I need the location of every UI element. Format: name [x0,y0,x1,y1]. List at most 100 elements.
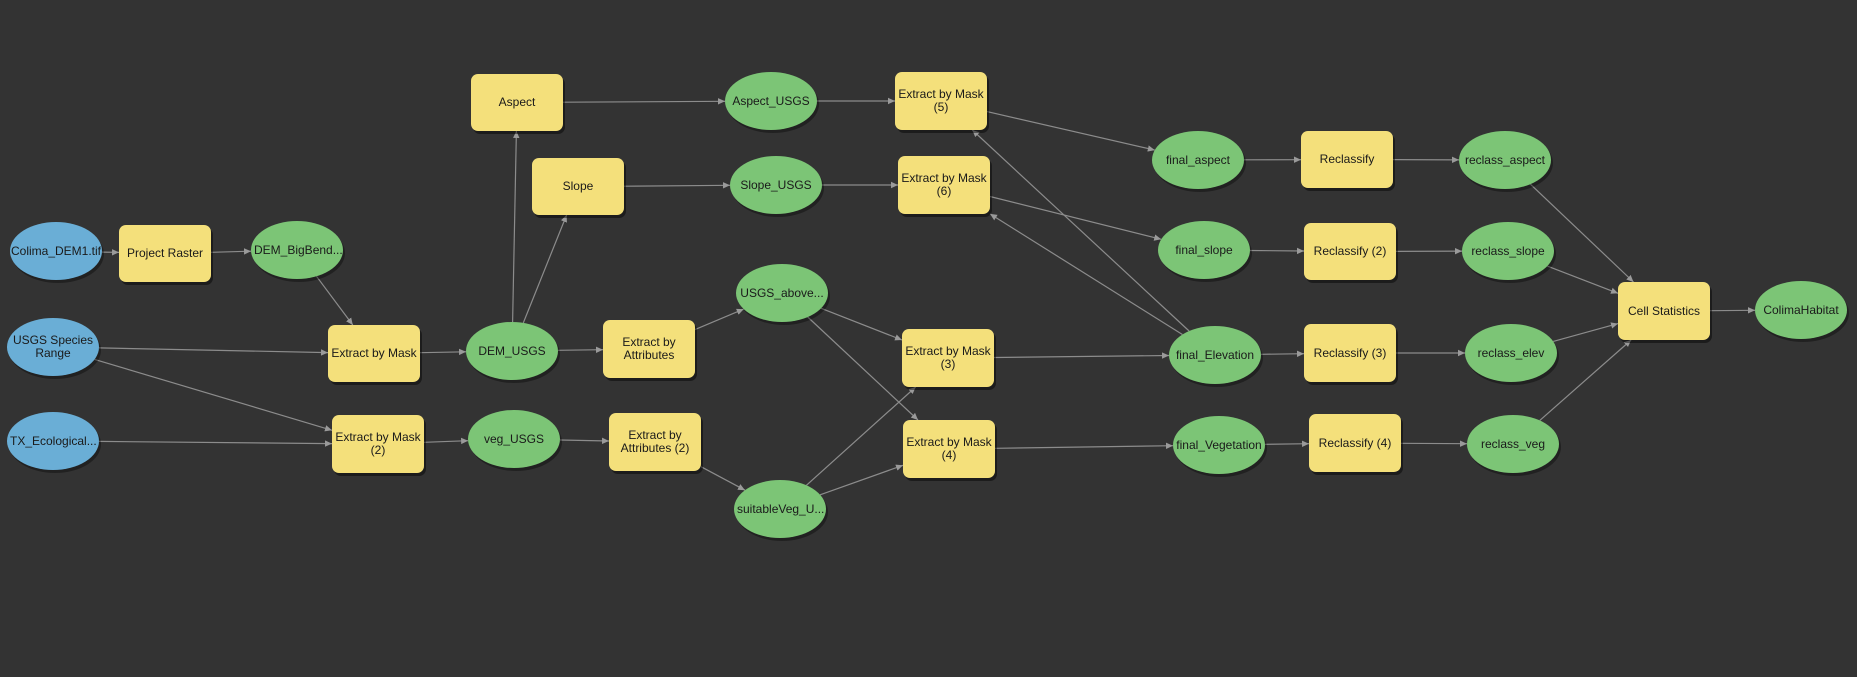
tool-reclassify[interactable]: Reclassify [1301,131,1393,188]
data-colima-habitat[interactable]: ColimaHabitat [1755,281,1847,339]
node-label: Project Raster [126,246,204,260]
tool-cell-statistics[interactable]: Cell Statistics [1618,282,1710,340]
connector-final_vegetation-to-reclassify_4 [1264,440,1310,447]
connector-veg_usgs-to-extract_attr_2 [559,437,610,445]
node-label: final_Elevation [1175,347,1255,362]
tool-extract-by-mask-3[interactable]: Extract by Mask (3) [902,329,994,387]
node-label: DEM_USGS [478,343,546,358]
node-label: Extract by Attributes [622,335,676,362]
tool-slope[interactable]: Slope [532,158,624,215]
connector-extract_mask_4-to-final_vegetation [994,442,1174,450]
connector-suitable_veg-to-extract_mask_4 [819,464,904,496]
node-label: Extract by Attributes (2) [620,428,690,455]
node-label: Colima_DEM1.tif [10,243,102,258]
connector-dem_usgs-to-slope [522,214,568,324]
connector-extract_attr-to-usgs_above [694,308,744,331]
node-label: Slope_USGS [740,177,812,192]
node-label: TX_Ecological... [10,434,97,448]
node-label: Extract by Mask (6) [901,171,987,198]
node-label: Slope [562,179,594,193]
connector-dem_usgs-to-extract_attr [557,346,604,353]
connector-dem_bigbend-to-extract_mask [316,275,354,326]
tool-reclassify-4[interactable]: Reclassify (4) [1309,414,1401,472]
node-label: veg_USGS [483,431,545,446]
tool-project-raster[interactable]: Project Raster [119,225,211,282]
node-label: DEM_BigBend... [254,243,343,257]
data-final-vegetation[interactable]: final_Vegetation [1173,416,1265,474]
node-label: final_aspect [1165,152,1231,167]
node-label: Reclassify (3) [1313,345,1387,360]
data-usgs-above[interactable]: USGS_above... [736,264,828,322]
node-label: Reclassify (2) [1313,244,1387,258]
node-label: Reclassify (4) [1318,435,1392,450]
data-final-aspect[interactable]: final_aspect [1152,131,1244,189]
tool-reclassify-2[interactable]: Reclassify (2) [1304,223,1396,280]
connector-aspect-to-aspect_usgs [562,98,726,105]
connector-extract_mask_6-to-final_slope [989,195,1162,241]
connector-extract_mask_2-to-veg_usgs [423,437,469,445]
connector-reclass_elev-to-cell_statistics [1553,322,1619,342]
data-dem-bigbend[interactable]: DEM_BigBend... [251,221,343,279]
data-reclass-slope[interactable]: reclass_slope [1462,222,1554,280]
connector-final_elevation-to-reclassify_3 [1260,350,1305,357]
connector-reclass_veg-to-cell_statistics [1539,339,1632,421]
node-label: final_Vegetation [1176,437,1262,452]
tool-extract-by-attributes-2[interactable]: Extract by Attributes (2) [609,413,701,471]
node-label: Reclassify [1319,152,1375,166]
tool-extract-by-mask-2[interactable]: Extract by Mask (2) [332,415,424,473]
connector-usgs_above-to-extract_mask_3 [820,307,903,341]
node-label: reclass_elev [1477,345,1545,360]
data-final-slope[interactable]: final_slope [1158,221,1250,279]
node-label: reclass_slope [1471,243,1545,258]
node-label: Extract by Mask (3) [905,344,991,371]
data-reclass-veg[interactable]: reclass_veg [1467,415,1559,473]
connector-suitable_veg-to-extract_mask_3 [805,386,917,486]
node-label: suitableVeg_U... [737,502,825,516]
data-suitable-veg[interactable]: suitableVeg_U... [734,480,826,538]
connector-final_elevation-to-extract_mask_6 [989,213,1183,336]
connector-usgs_range-to-extract_mask [98,347,329,356]
input-usgs-species-range[interactable]: USGS Species Range [7,318,99,376]
data-reclass-aspect[interactable]: reclass_aspect [1459,131,1551,189]
node-label: Cell Statistics [1627,303,1701,318]
connector-tx_eco-to-extract_mask_2 [98,440,333,447]
connector-usgs_above-to-extract_mask_4 [807,316,919,421]
connector-extract_attr_2-to-suitable_veg [700,466,746,491]
connector-extract_mask_3-to-final_elevation [993,352,1170,359]
connector-extract_mask-to-dem_usgs [419,348,467,356]
tool-extract-by-mask-4[interactable]: Extract by Mask (4) [903,420,995,478]
input-tx-ecological[interactable]: TX_Ecological... [7,412,99,470]
connector-usgs_range-to-extract_mask_2 [94,358,333,432]
connector-project_raster-to-dem_bigbend [210,248,252,255]
tool-reclassify-3[interactable]: Reclassify (3) [1304,324,1396,382]
node-label: reclass_aspect [1464,152,1546,167]
node-label: Extract by Mask (4) [906,435,992,462]
tool-extract-by-mask[interactable]: Extract by Mask [328,325,420,382]
tool-extract-by-mask-5[interactable]: Extract by Mask (5) [895,72,987,130]
connector-reclass_aspect-to-cell_statistics [1529,183,1634,283]
connector-extract_mask_5-to-final_aspect [986,111,1155,152]
tool-extract-by-attributes[interactable]: Extract by Attributes [603,320,695,378]
data-veg-usgs[interactable]: veg_USGS [468,410,560,468]
node-label: USGS Species Range [12,333,94,360]
node-label: USGS_above... [740,286,824,300]
tool-aspect[interactable]: Aspect [471,74,563,131]
node-label: Aspect [498,95,536,109]
tool-extract-by-mask-6[interactable]: Extract by Mask (6) [898,156,990,214]
data-slope-usgs[interactable]: Slope_USGS [730,156,822,214]
input-colima-dem[interactable]: Colima_DEM1.tif [10,222,102,280]
connector-slope-to-slope_usgs [623,182,731,189]
data-dem-usgs[interactable]: DEM_USGS [466,322,558,380]
connector-final_slope-to-reclassify_2 [1249,247,1305,255]
data-aspect-usgs[interactable]: Aspect_USGS [725,72,817,130]
connector-final_elevation-to-extract_mask_5 [971,129,1190,332]
node-label: final_slope [1175,242,1233,257]
data-final-elevation[interactable]: final_Elevation [1169,326,1261,384]
node-label: Extract by Mask (5) [898,87,984,114]
node-label: Aspect_USGS [732,93,810,108]
data-reclass-elev[interactable]: reclass_elev [1465,324,1557,382]
connector-dem_usgs-to-aspect [512,130,520,323]
node-label: reclass_veg [1480,436,1546,451]
